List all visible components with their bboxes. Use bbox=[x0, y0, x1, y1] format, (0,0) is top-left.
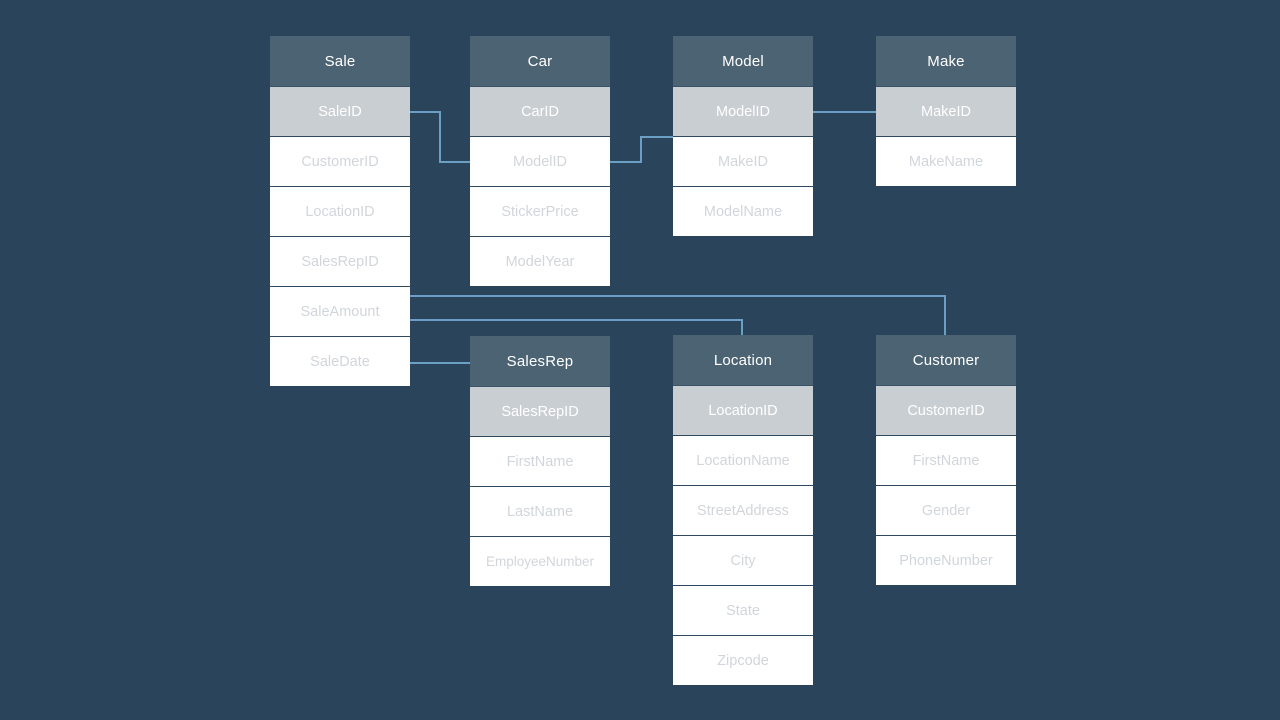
entity-title-make: Make bbox=[876, 36, 1016, 86]
entity-title-model: Model bbox=[673, 36, 813, 86]
relationship-line-sale-to-location[interactable] bbox=[409, 319, 743, 336]
primary-key-field-carid[interactable]: CarID bbox=[470, 86, 610, 136]
field-city[interactable]: City bbox=[673, 535, 813, 585]
primary-key-field-modelid[interactable]: ModelID bbox=[673, 86, 813, 136]
entity-title-salesrep: SalesRep bbox=[470, 336, 610, 386]
field-modelname[interactable]: ModelName bbox=[673, 186, 813, 236]
primary-key-field-salesrepid[interactable]: SalesRepID bbox=[470, 386, 610, 436]
relationship-line-car-to-model[interactable] bbox=[609, 136, 674, 163]
field-customerid[interactable]: CustomerID bbox=[270, 136, 410, 186]
field-modelyear[interactable]: ModelYear bbox=[470, 236, 610, 286]
field-zipcode[interactable]: Zipcode bbox=[673, 635, 813, 685]
field-phonenumber[interactable]: PhoneNumber bbox=[876, 535, 1016, 585]
entity-title-location: Location bbox=[673, 335, 813, 385]
field-firstname[interactable]: FirstName bbox=[470, 436, 610, 486]
field-streetaddress[interactable]: StreetAddress bbox=[673, 485, 813, 535]
field-gender[interactable]: Gender bbox=[876, 485, 1016, 535]
field-saleamount[interactable]: SaleAmount bbox=[270, 286, 410, 336]
primary-key-field-makeid[interactable]: MakeID bbox=[876, 86, 1016, 136]
entity-title-customer: Customer bbox=[876, 335, 1016, 385]
field-employeenumber[interactable]: EmployeeNumber bbox=[470, 536, 610, 586]
relationship-line-sale-to-car[interactable] bbox=[409, 111, 471, 163]
field-makename[interactable]: MakeName bbox=[876, 136, 1016, 186]
field-locationname[interactable]: LocationName bbox=[673, 435, 813, 485]
field-makeid[interactable]: MakeID bbox=[673, 136, 813, 186]
field-lastname[interactable]: LastName bbox=[470, 486, 610, 536]
entity-title-sale: Sale bbox=[270, 36, 410, 86]
primary-key-field-locationid[interactable]: LocationID bbox=[673, 385, 813, 435]
entity-title-car: Car bbox=[470, 36, 610, 86]
primary-key-field-saleid[interactable]: SaleID bbox=[270, 86, 410, 136]
field-state[interactable]: State bbox=[673, 585, 813, 635]
field-modelid[interactable]: ModelID bbox=[470, 136, 610, 186]
primary-key-field-customerid[interactable]: CustomerID bbox=[876, 385, 1016, 435]
field-firstname[interactable]: FirstName bbox=[876, 435, 1016, 485]
field-saledate[interactable]: SaleDate bbox=[270, 336, 410, 386]
field-stickerprice[interactable]: StickerPrice bbox=[470, 186, 610, 236]
field-locationid[interactable]: LocationID bbox=[270, 186, 410, 236]
relationship-line-sale-to-customer[interactable] bbox=[409, 295, 946, 336]
field-salesrepid[interactable]: SalesRepID bbox=[270, 236, 410, 286]
